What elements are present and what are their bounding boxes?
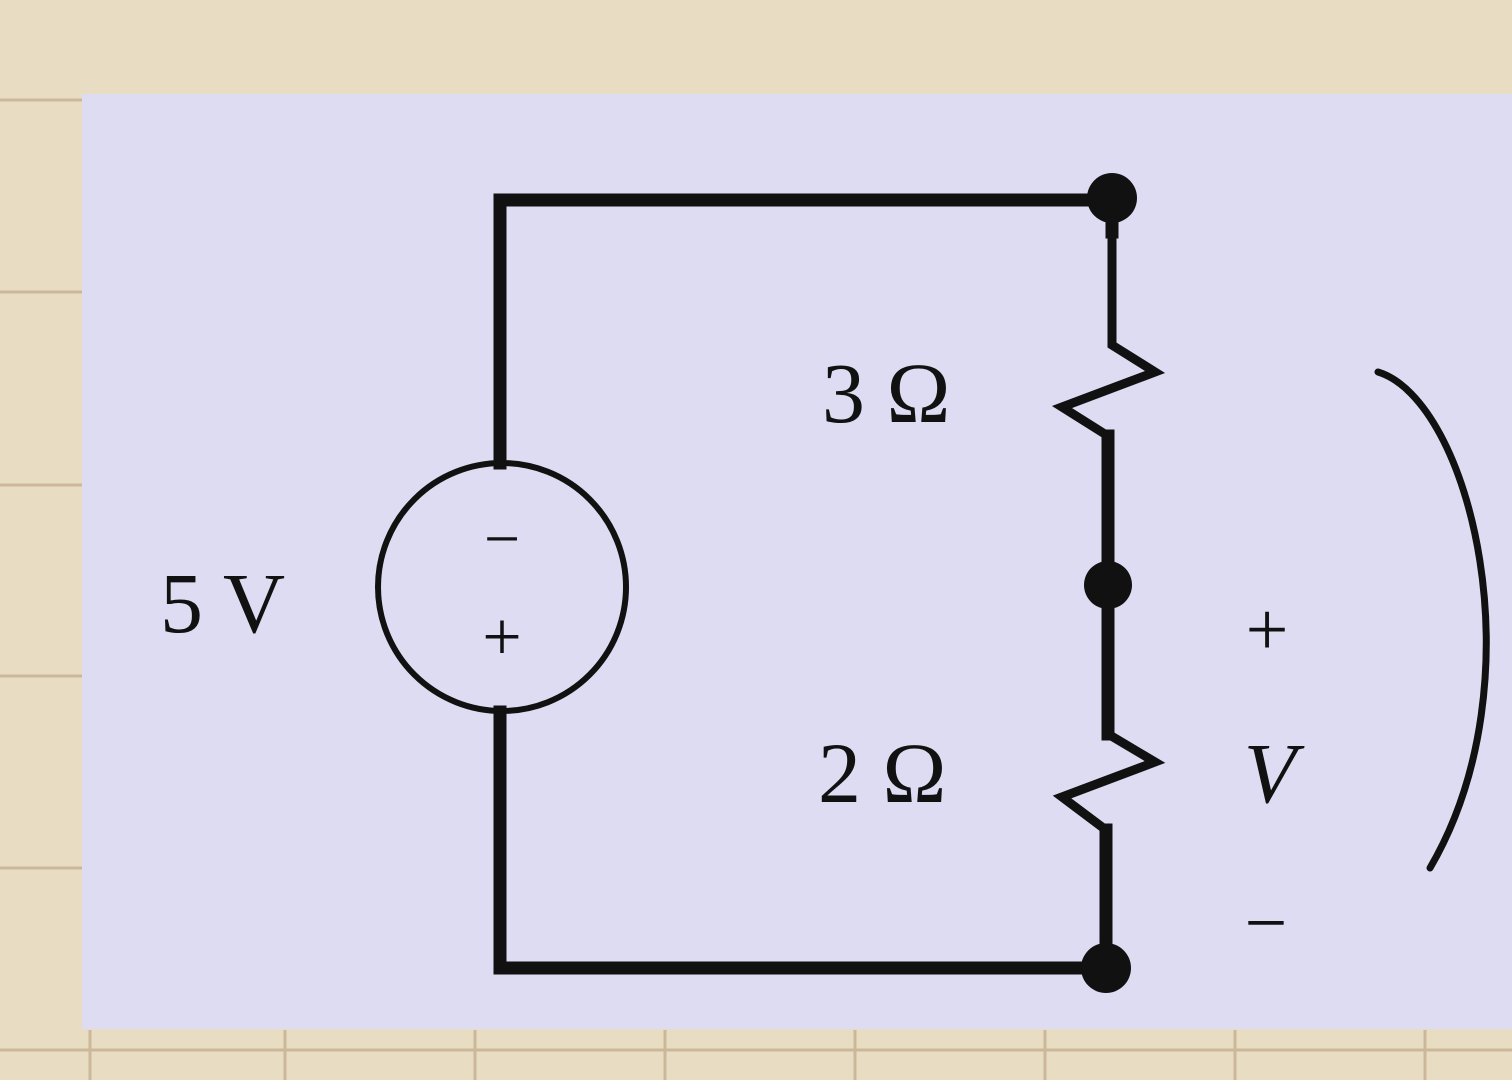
figure-card: [82, 94, 1512, 1029]
source-plus-sign: +: [482, 599, 521, 676]
output-voltage-label: V: [1244, 725, 1305, 821]
voltage-source: [375, 460, 629, 714]
resistor-2-ohm: [1052, 730, 1166, 834]
source-minus-sign: −: [484, 503, 520, 574]
output-plus-sign: +: [1246, 588, 1289, 672]
bracket-mark: [1374, 368, 1490, 872]
source-label: 5 V: [160, 555, 285, 651]
wire-bottom: [493, 705, 1113, 975]
resistor-2-ohm-label: 2 Ω: [818, 725, 946, 821]
output-minus-sign: −: [1245, 881, 1288, 965]
node-middle: [1084, 561, 1132, 609]
node-bottom: [1081, 943, 1131, 993]
resistor-3-ohm: [1051, 232, 1166, 440]
wire-top: [493, 193, 1119, 470]
node-top: [1087, 173, 1137, 223]
resistor-3-ohm-label: 3 Ω: [822, 345, 950, 441]
